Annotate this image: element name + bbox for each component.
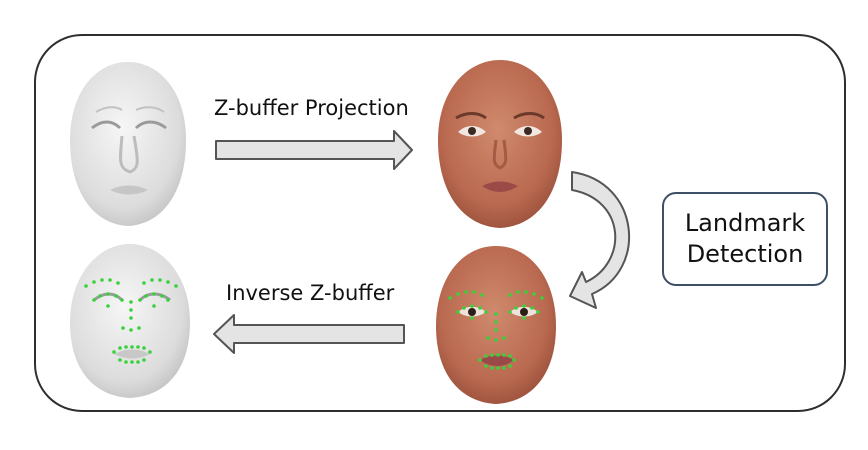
left-arrow-icon	[213, 314, 405, 354]
gray-face-landmarks-icon	[70, 244, 190, 398]
diagram-frame	[34, 34, 846, 412]
inverse-label: Inverse Z-buffer	[226, 281, 395, 305]
box-line-2: Detection	[686, 240, 804, 268]
textured-face-top-icon	[438, 60, 562, 228]
textured-face-landmarks-icon	[436, 246, 556, 404]
curved-arrow-icon	[569, 171, 630, 309]
landmark-detection-box: Landmark Detection	[662, 192, 828, 286]
gray-face-top-icon	[70, 62, 186, 226]
projection-label: Z-buffer Projection	[214, 96, 409, 120]
right-arrow-icon	[215, 130, 413, 170]
box-line-1: Landmark	[684, 209, 806, 237]
